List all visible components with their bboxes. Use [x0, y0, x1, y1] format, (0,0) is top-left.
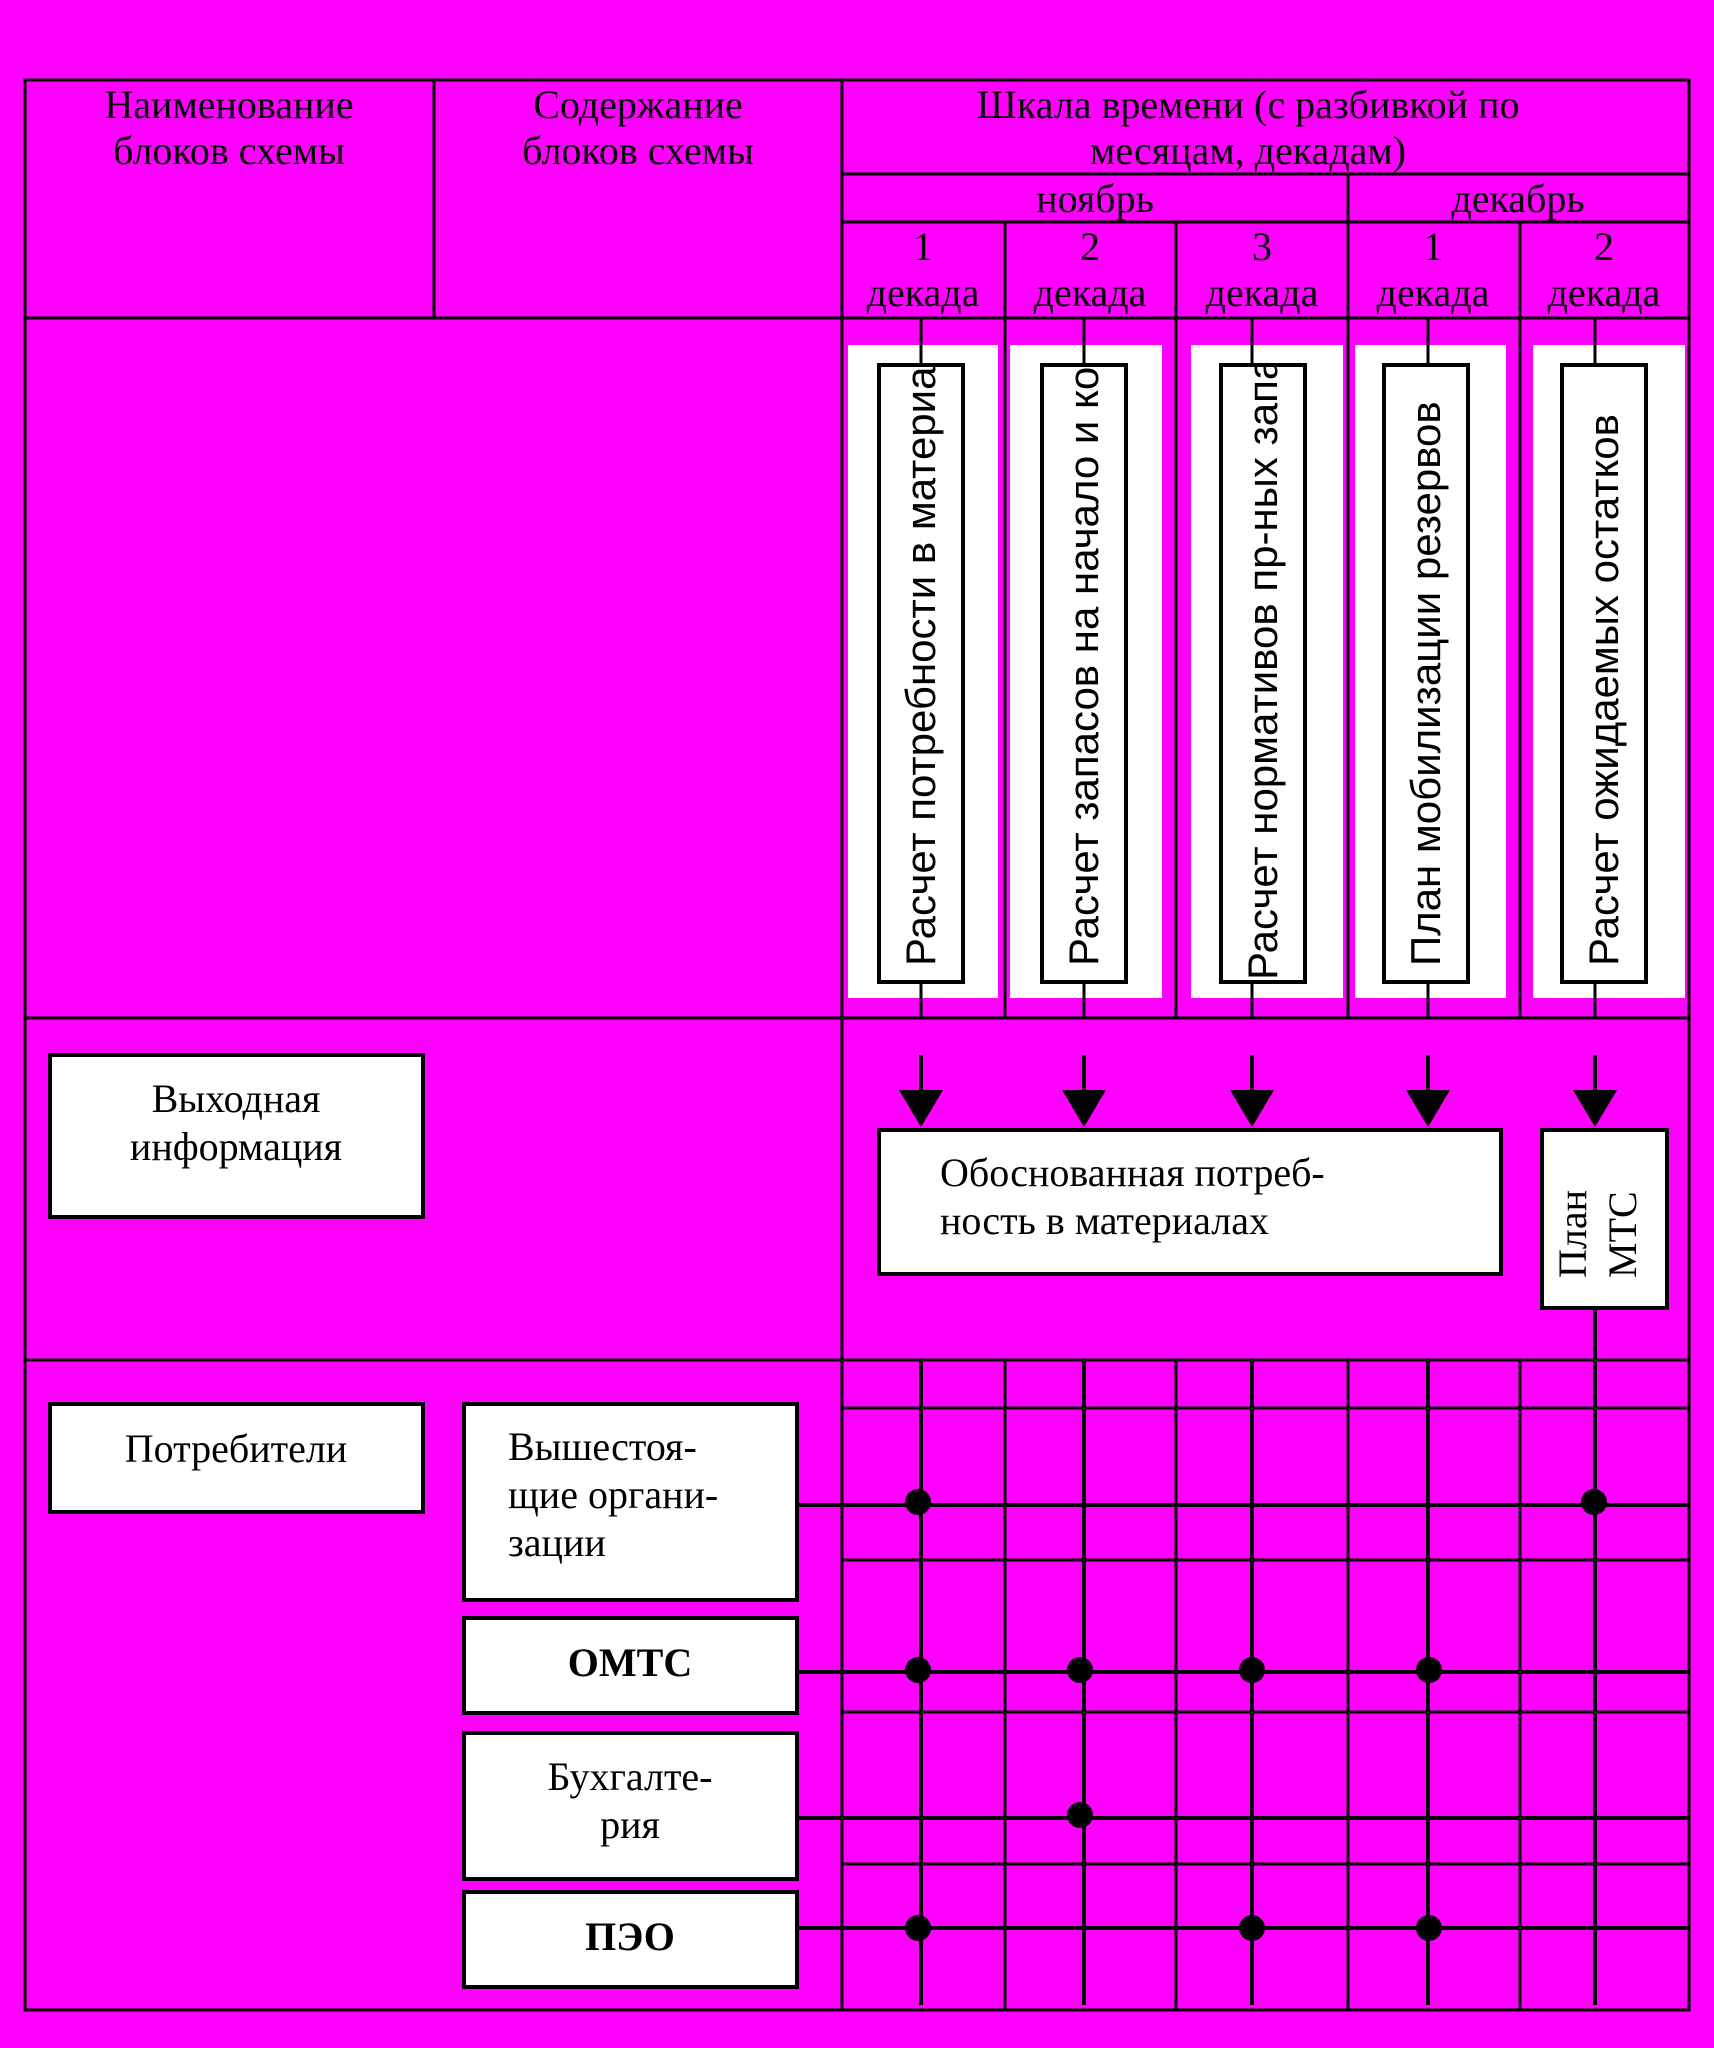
table-header: Наименование блоков схемы Содержание бло… [104, 82, 1660, 315]
decade-4-number: 1 [1423, 224, 1443, 269]
consumers-label-box [48, 1402, 425, 1514]
connection-dot [1581, 1489, 1607, 1515]
header-col2-line1: Содержание [533, 82, 743, 127]
decade-2-number: 2 [1080, 224, 1100, 269]
decade-4-label: декада [1377, 270, 1490, 315]
decade-1-number: 1 [913, 224, 933, 269]
org-higher-line3: зации [508, 1520, 606, 1565]
output-label-line2: информация [130, 1124, 342, 1169]
plan-mts-box [1540, 1128, 1669, 1310]
month-december: декабрь [1451, 176, 1584, 221]
arrow-down-icon [1573, 1090, 1617, 1127]
header-timeline-line1: Шкала времени (с разбивкой по [976, 82, 1519, 127]
task-5-box [1560, 363, 1648, 984]
consumers-label: Потребители [125, 1426, 347, 1471]
task-block-5: Расчет ожидаемых остатков [1533, 318, 1685, 1018]
task-block-2: Расчет запасов на начало и конец [1010, 296, 1162, 1018]
consumers-section: Потребители Вышестоя- щие органи- зации … [48, 1308, 1689, 2005]
org-box-peo [462, 1890, 799, 1989]
header-timeline-line2: месяцам, декадам) [1090, 128, 1406, 173]
task-1-box [877, 363, 965, 984]
result-line2: ность в материалах [940, 1198, 1269, 1243]
task-3-box [1219, 363, 1307, 984]
org-box-omts [462, 1616, 799, 1715]
connection-dot [1416, 1915, 1442, 1941]
connection-dot [1239, 1657, 1265, 1683]
header-col1-line2: блоков схемы [113, 128, 345, 173]
org-omts-label: ОМТС [568, 1640, 692, 1685]
task-block-3: Расчет нормативов пр-ных запасов [1191, 290, 1343, 1018]
arrow-down-icon [1230, 1090, 1274, 1127]
result-box [877, 1128, 1503, 1276]
task-block-4: План мобилизации резервов [1355, 318, 1506, 1018]
task-5-label: Расчет ожидаемых остатков [1580, 414, 1627, 966]
task-1-label: Расчет потребности в материалах [897, 298, 944, 966]
task-2-box [1040, 363, 1128, 984]
org-higher-line1: Вышестоя- [508, 1424, 697, 1469]
connection-dot [1416, 1657, 1442, 1683]
output-section: Выходная информация Обоснованная потреб-… [48, 1053, 1669, 1310]
connection-dot [905, 1657, 931, 1683]
task-4-label: План мобилизации резервов [1402, 401, 1449, 966]
connection-dot [1067, 1802, 1093, 1828]
org-box-higher [462, 1402, 799, 1602]
table-grid [23, 78, 1691, 2012]
org-accounting-line1: Бухгалте- [548, 1754, 713, 1799]
org-peo-label: ПЭО [585, 1914, 675, 1959]
arrow-down-icon [899, 1090, 943, 1127]
output-label-box [48, 1053, 425, 1219]
org-higher-line2: щие органи- [508, 1472, 718, 1517]
plan-mts-line2: МТС [1600, 1191, 1645, 1278]
decade-3-number: 3 [1252, 224, 1272, 269]
decade-3-label: декада [1206, 270, 1319, 315]
task-2-label: Расчет запасов на начало и конец [1060, 296, 1107, 966]
connection-dot [905, 1915, 931, 1941]
task-3-label: Расчет нормативов пр-ных запасов [1239, 290, 1286, 980]
distribution-grid [797, 1308, 1689, 2005]
month-november: ноябрь [1036, 176, 1154, 221]
header-col2-line2: блоков схемы [522, 128, 754, 173]
connection-dot [905, 1489, 931, 1515]
connection-dots [905, 1489, 1607, 1941]
decade-2-label: декада [1034, 270, 1147, 315]
arrow-down-icon [1406, 1090, 1450, 1127]
decade-1-label: декада [867, 270, 980, 315]
output-arrows [919, 1055, 1597, 1095]
task-4-box [1382, 363, 1470, 984]
org-accounting-line2: рия [600, 1802, 660, 1847]
output-label-line1: Выходная [152, 1076, 321, 1121]
result-line1: Обоснованная потреб- [940, 1150, 1325, 1195]
task-block-1: Расчет потребности в материалах [848, 298, 998, 1018]
decade-5-label: декада [1548, 270, 1661, 315]
header-col1-line1: Наименование [104, 82, 353, 127]
plan-mts-line1: План [1550, 1190, 1595, 1278]
org-box-accounting [462, 1731, 799, 1881]
decade-5-number: 2 [1594, 224, 1614, 269]
arrow-down-icon [1062, 1090, 1106, 1127]
connection-dot [1239, 1915, 1265, 1941]
connection-dot [1067, 1657, 1093, 1683]
